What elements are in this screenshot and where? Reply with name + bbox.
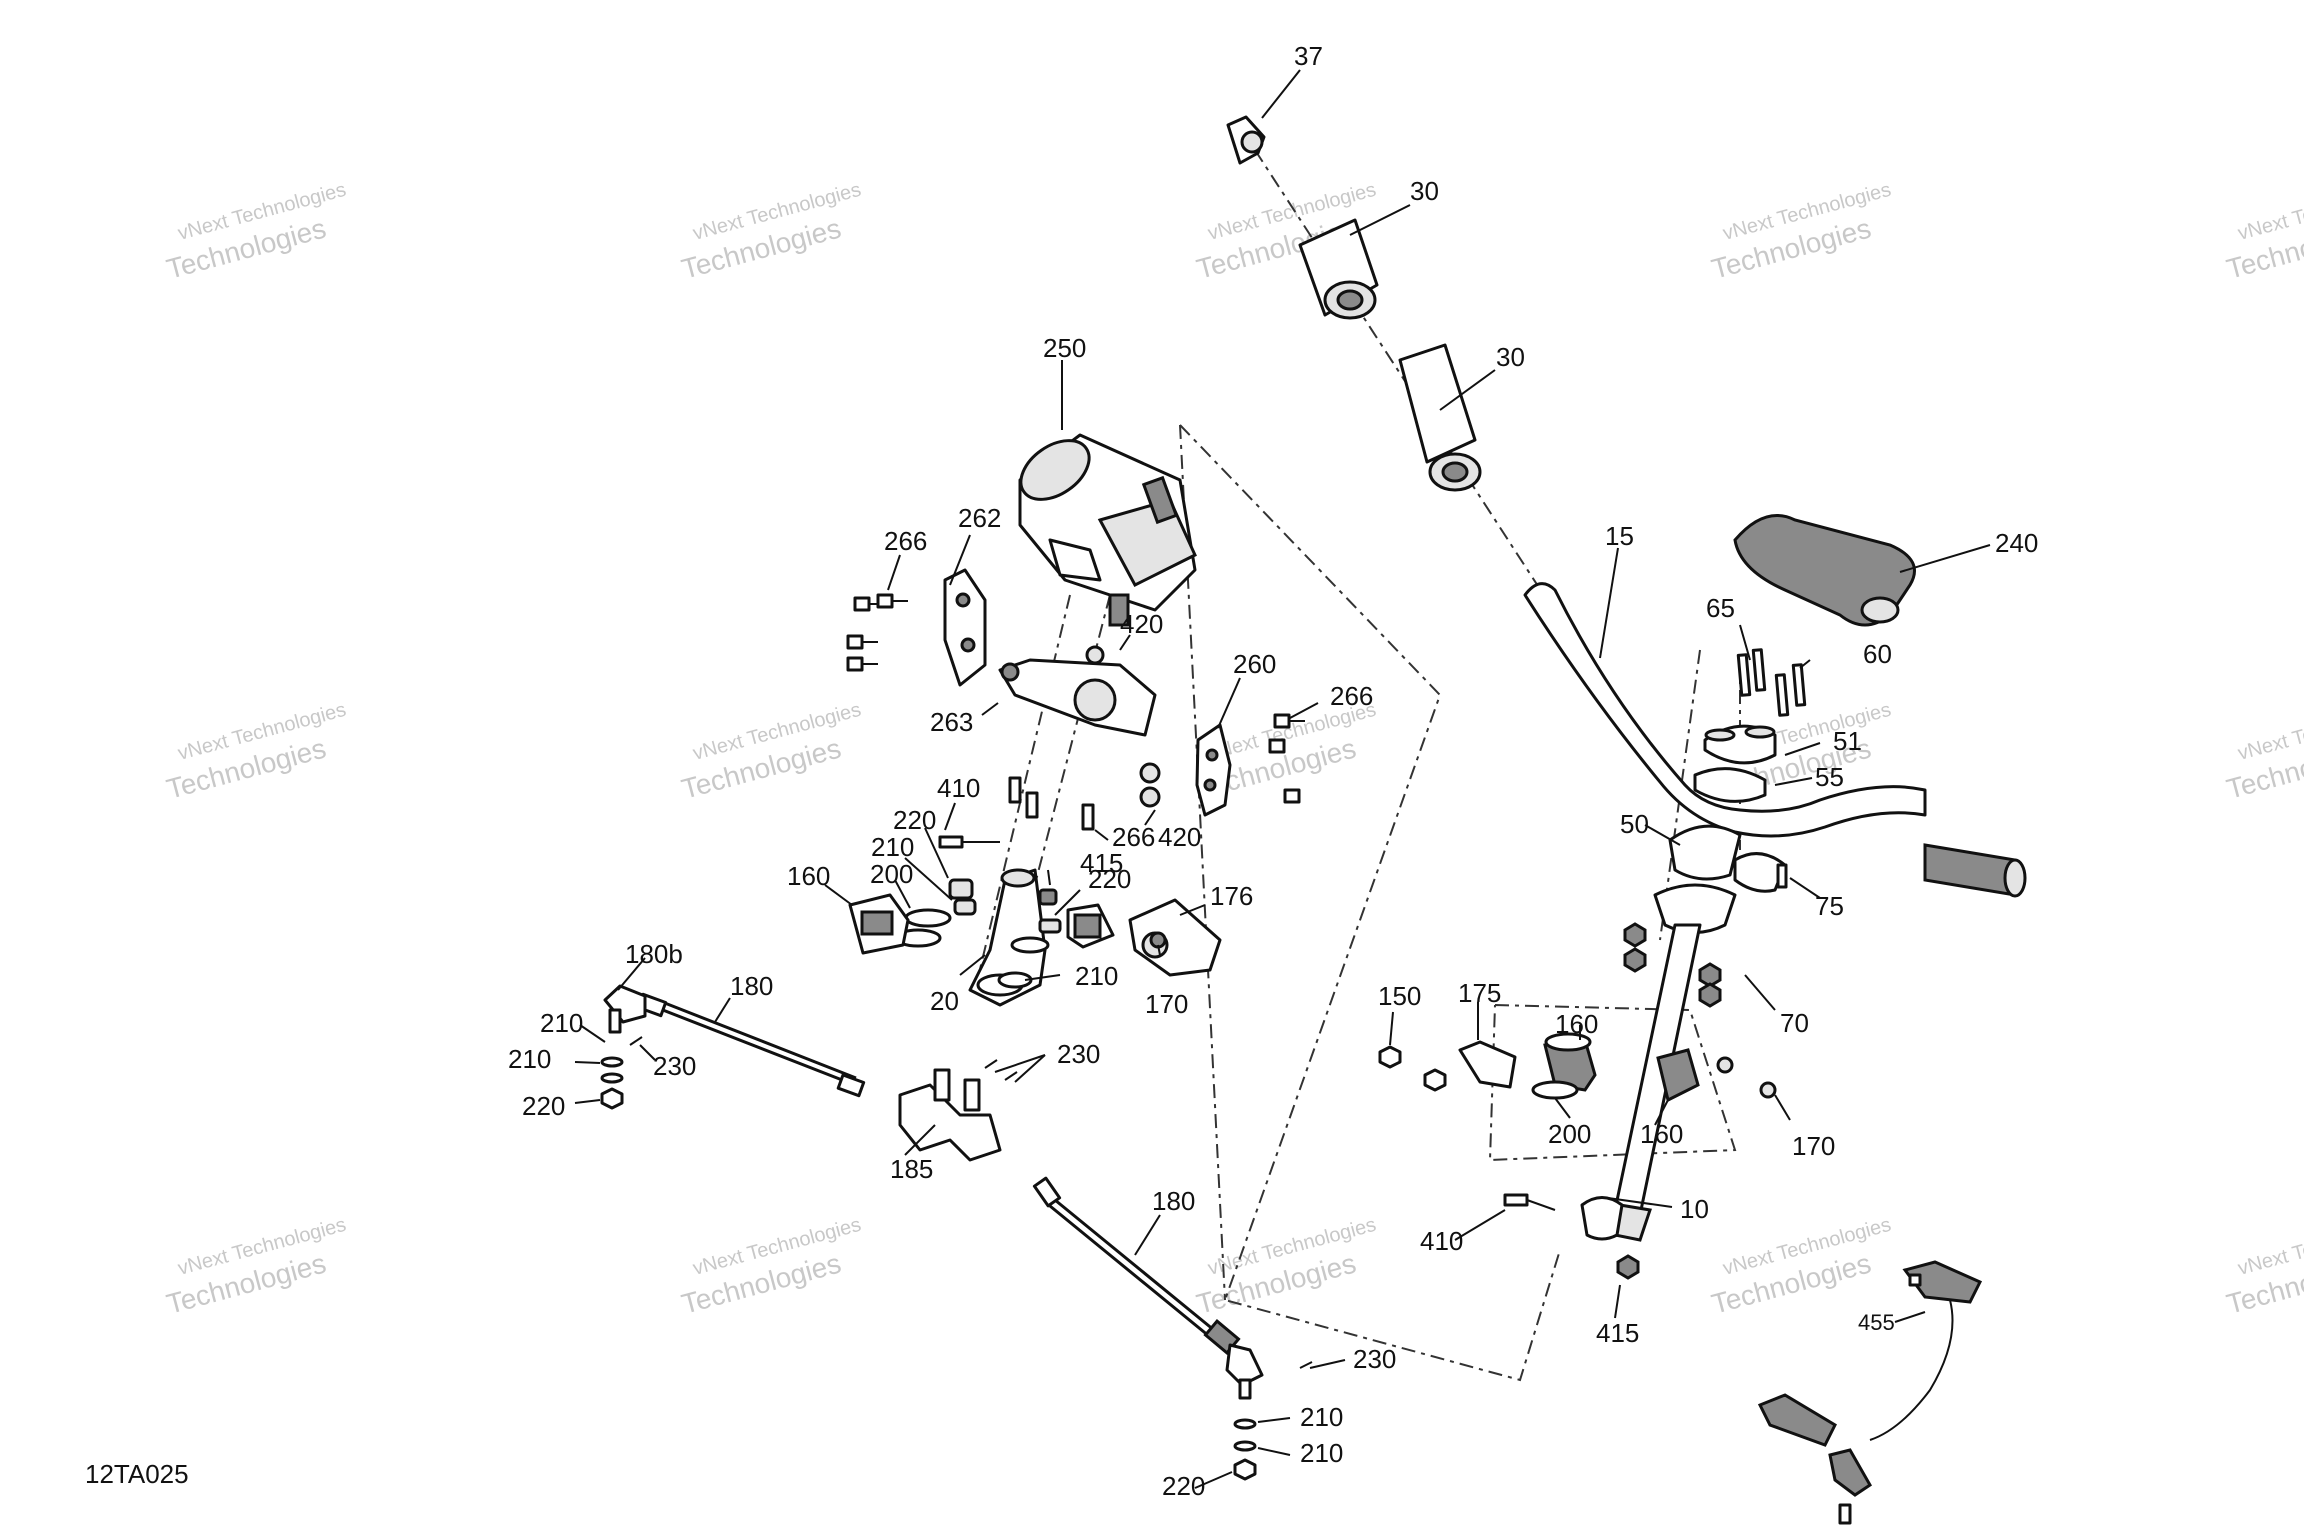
grip-upper: [1298, 218, 1379, 320]
leader-lines: [574, 69, 1991, 1489]
callout-185: 185: [890, 1154, 933, 1184]
callout-10: 10: [1680, 1194, 1709, 1224]
clamp-left: [848, 893, 910, 955]
diagram-code: 12TA025: [85, 1459, 189, 1489]
callout-51: 51: [1833, 726, 1862, 756]
callout-455: 455: [1858, 1310, 1895, 1335]
callout-176: 176: [1210, 881, 1253, 911]
callout-410: 410: [1420, 1226, 1463, 1256]
callout-65: 65: [1706, 593, 1735, 623]
handlebar-clamp-upper: [1668, 724, 1788, 893]
callout-70: 70: [1780, 1008, 1809, 1038]
callout-170: 170: [1145, 989, 1188, 1019]
clamp-group-line: [1488, 1004, 1737, 1162]
sensor-harness: [1757, 1260, 1983, 1525]
callout-210: 210: [1300, 1438, 1343, 1468]
callout-75: 75: [1815, 891, 1844, 921]
clamp-cover: [1128, 898, 1222, 977]
mounting-bracket-lower: [998, 658, 1157, 737]
mounting-bracket-left: [943, 568, 987, 687]
callout-263: 263: [930, 707, 973, 737]
nut: [1149, 931, 1167, 949]
callout-420: 420: [1120, 609, 1163, 639]
callout-15: 15: [1605, 521, 1634, 551]
tie-rod-end-right: [1225, 1343, 1313, 1481]
callout-50: 50: [1620, 809, 1649, 839]
callout-262: 262: [958, 503, 1001, 533]
handlebar-cover: [1733, 514, 1916, 627]
callout-175: 175: [1458, 978, 1501, 1008]
callout-labels: 37 30 30 250 262 266 420 260 266 263 410…: [508, 41, 2038, 1501]
callout-220: 220: [893, 805, 936, 835]
callout-220: 220: [522, 1091, 565, 1121]
callout-220: 220: [1088, 864, 1131, 894]
tie-rod-left: [636, 992, 866, 1098]
handlebar: [1523, 582, 1927, 838]
callout-37: 37: [1294, 41, 1323, 71]
callout-180: 180: [1152, 1186, 1195, 1216]
callout-266: 266: [884, 526, 927, 556]
tie-rod-end-left: [603, 984, 647, 1034]
washer-nut-stack-left: [600, 1036, 643, 1110]
steering-rack-tee: [898, 1059, 1018, 1162]
callout-200: 200: [870, 859, 913, 889]
grip-lower: [1398, 343, 1482, 492]
callout-60: 60: [1863, 639, 1892, 669]
callout-30: 30: [1410, 176, 1439, 206]
watermark-text: vNext Technologies: [2236, 179, 2304, 245]
callout-230: 230: [1353, 1344, 1396, 1374]
callout-420: 420: [1158, 822, 1201, 852]
callout-210: 210: [1075, 961, 1118, 991]
callout-30: 30: [1496, 342, 1525, 372]
column-clamp-assembly: [1378, 1032, 1777, 1211]
callout-220: 220: [1162, 1471, 1205, 1501]
power-steering-unit: [1018, 433, 1197, 627]
callout-160: 160: [1640, 1119, 1683, 1149]
watermark-text: vNext Technologies: [2236, 1214, 2304, 1280]
callout-210: 210: [540, 1008, 583, 1038]
callout-240: 240: [1995, 528, 2038, 558]
handlebar-end-plug: [1226, 115, 1266, 165]
callout-415: 415: [1080, 848, 1123, 878]
grip-right: [1923, 843, 2027, 898]
callout-200: 200: [1548, 1119, 1591, 1149]
callout-210: 210: [1300, 1402, 1343, 1432]
callout-260: 260: [1233, 649, 1276, 679]
callout-250: 250: [1043, 333, 1086, 363]
callout-180: 180: [730, 971, 773, 1001]
steering-box-boundary: [1179, 424, 1226, 1301]
callout-230: 230: [653, 1051, 696, 1081]
watermark-text: vNext Technologies: [2236, 699, 2304, 765]
steering-column-shaft: [1580, 883, 1737, 1242]
mounting-bracket-right: [1195, 723, 1232, 817]
callout-210: 210: [508, 1044, 551, 1074]
clamp-center: [1066, 903, 1115, 949]
clamp-bolts: [1736, 648, 1807, 717]
callout-230: 230: [1057, 1039, 1100, 1069]
callout-266: 266: [1330, 681, 1373, 711]
steering-box-boundary: [1179, 424, 1561, 1382]
tie-rod-right: [1032, 1176, 1241, 1356]
callout-415: 415: [1596, 1318, 1639, 1348]
callout-180b: 180b: [625, 939, 683, 969]
callout-170: 170: [1792, 1131, 1835, 1161]
column-nuts: [1616, 922, 1722, 1280]
callout-160: 160: [1555, 1009, 1598, 1039]
bolt-set: [846, 593, 1305, 849]
callout-160: 160: [787, 861, 830, 891]
callout-266: 266: [1112, 822, 1155, 852]
callout-410: 410: [937, 773, 980, 803]
callout-20: 20: [930, 986, 959, 1016]
callout-150: 150: [1378, 981, 1421, 1011]
callout-55: 55: [1815, 762, 1844, 792]
callout-210: 210: [871, 832, 914, 862]
